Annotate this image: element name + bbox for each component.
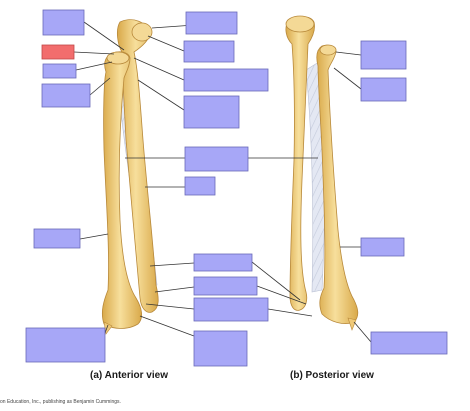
label-box[interactable] [184, 176, 216, 196]
radial-head-posterior [319, 44, 337, 56]
label-box[interactable] [42, 63, 77, 79]
label-box[interactable] [360, 237, 405, 257]
label-boxes [25, 9, 448, 367]
anterior-view-caption: (a) Anterior view [90, 370, 168, 381]
label-box[interactable] [370, 331, 448, 355]
label-box[interactable] [42, 9, 85, 36]
label-box[interactable] [360, 77, 407, 102]
radius-posterior [316, 44, 359, 324]
label-box[interactable] [184, 146, 249, 172]
label-box[interactable] [183, 95, 240, 129]
ulna-anterior [116, 19, 159, 313]
label-box[interactable] [193, 330, 248, 367]
publisher-credit: on Education, Inc., publishing as Benjam… [0, 399, 121, 405]
olecranon-posterior [285, 15, 315, 33]
label-box[interactable] [193, 297, 269, 322]
label-box[interactable] [33, 228, 81, 249]
label-box[interactable] [183, 40, 235, 63]
ulna-posterior [285, 16, 315, 311]
posterior-view-caption: (b) Posterior view [290, 370, 374, 381]
label-box-highlighted[interactable] [41, 44, 75, 60]
label-box[interactable] [193, 276, 258, 296]
anterior-view [101, 19, 159, 335]
label-box[interactable] [25, 327, 106, 363]
label-box[interactable] [41, 83, 91, 108]
radius-anterior [101, 51, 142, 329]
label-box[interactable] [185, 11, 238, 35]
label-box[interactable] [193, 253, 253, 272]
radial-head-anterior [106, 51, 130, 65]
coronoid-process-anterior [131, 22, 153, 42]
label-box[interactable] [360, 40, 407, 70]
posterior-view [285, 15, 359, 331]
radial-styloid-posterior [347, 317, 357, 331]
label-box[interactable] [183, 68, 269, 92]
